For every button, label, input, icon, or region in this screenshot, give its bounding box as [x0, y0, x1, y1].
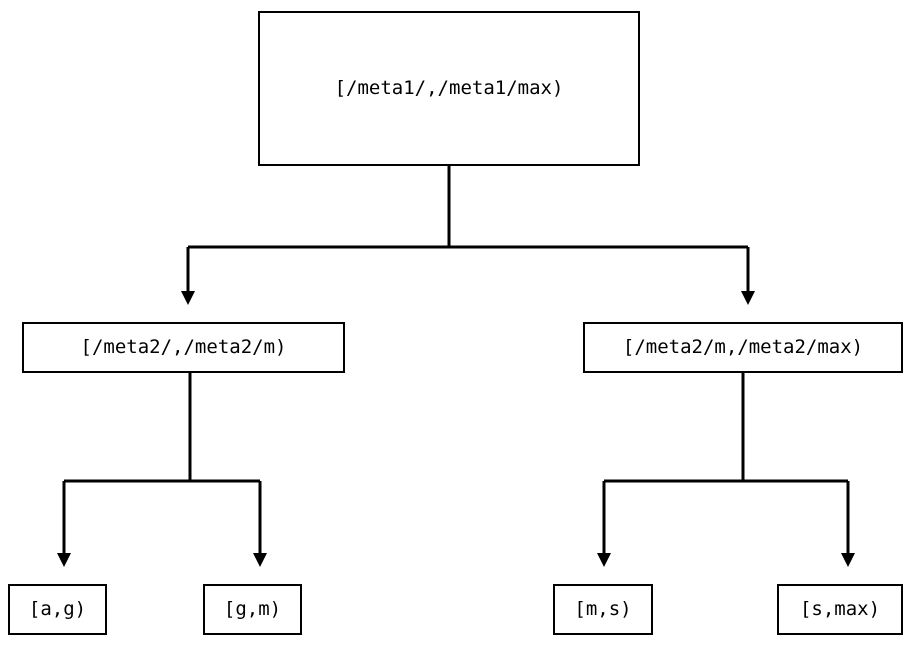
tree-node-leaf-3[interactable]: [m,s)	[553, 584, 653, 635]
tree-node-mid-right[interactable]: [/meta2/m,/meta2/max)	[583, 322, 903, 373]
tree-node-root[interactable]: [/meta1/,/meta1/max)	[258, 11, 640, 166]
tree-node-mid-left-label: [/meta2/,/meta2/m)	[80, 336, 287, 358]
arrowhead-to-leaf-1	[57, 553, 71, 567]
tree-node-leaf-3-label: [m,s)	[574, 598, 632, 620]
arrowhead-to-leaf-4	[841, 553, 855, 567]
arrowhead-to-mid-left	[181, 291, 195, 305]
edge-mid-left-to-children	[62, 373, 262, 553]
tree-node-root-label: [/meta1/,/meta1/max)	[334, 77, 564, 99]
tree-node-leaf-1-label: [a,g)	[28, 598, 87, 620]
tree-node-mid-right-label: [/meta2/m,/meta2/max)	[622, 336, 864, 358]
tree-node-leaf-1[interactable]: [a,g)	[8, 584, 107, 635]
arrowhead-to-leaf-3	[597, 553, 611, 567]
edge-mid-right-to-children	[602, 373, 850, 553]
arrowhead-to-mid-right	[741, 291, 755, 305]
tree-node-leaf-4-label: [s,max)	[799, 598, 881, 620]
arrowhead-to-leaf-2	[253, 553, 267, 567]
tree-node-leaf-2-label: [g,m)	[223, 598, 282, 620]
tree-node-leaf-2[interactable]: [g,m)	[203, 584, 302, 635]
edge-root-to-children	[186, 166, 750, 291]
tree-node-leaf-4[interactable]: [s,max)	[777, 584, 903, 635]
tree-node-mid-left[interactable]: [/meta2/,/meta2/m)	[22, 322, 345, 373]
